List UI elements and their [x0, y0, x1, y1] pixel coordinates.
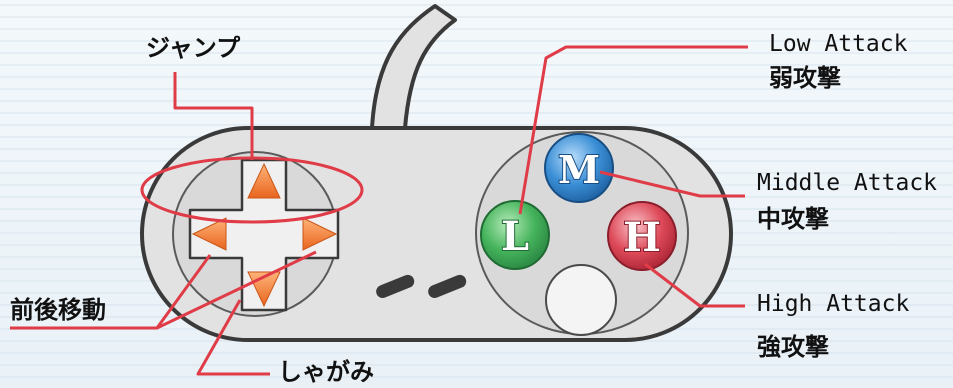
- crouch-callout-line: [196, 299, 270, 376]
- blank-face-button: [545, 264, 617, 336]
- middle-attack-label-en: Middle Attack: [757, 170, 938, 196]
- start-button: [428, 274, 467, 299]
- low-attack-label-en: Low Attack: [769, 31, 908, 57]
- controller-cable: [370, 4, 457, 130]
- move-label: 前後移動: [10, 296, 106, 324]
- middle-attack-label-jp: 中攻撃: [757, 205, 829, 233]
- high-attack-callout-line: [644, 262, 745, 308]
- crouch-label: しゃがみ: [278, 358, 374, 386]
- middle-attack-callout-line: [599, 170, 745, 198]
- dpad-left-arrow: [191, 217, 227, 251]
- high-button-letter: H: [623, 214, 661, 261]
- middle-attack-button: [544, 133, 614, 203]
- high-attack-label-en: High Attack: [757, 291, 910, 317]
- low-attack-callout-line: [518, 45, 748, 215]
- jump-callout-line: [173, 72, 254, 160]
- dpad-cross: [188, 158, 340, 312]
- move-callout-line-right: [156, 250, 317, 330]
- low-attack-label-jp: 弱攻撃: [769, 64, 841, 92]
- high-attack-button: [607, 201, 677, 271]
- dpad-up-arrow: [247, 162, 281, 199]
- low-button-letter: L: [501, 213, 529, 260]
- low-attack-button: [480, 200, 550, 270]
- high-attack-label-jp: 強攻撃: [757, 333, 829, 361]
- jump-label: ジャンプ: [146, 34, 241, 62]
- middle-button-letter: M: [558, 147, 600, 192]
- select-button: [376, 274, 415, 299]
- dpad-right-arrow: [302, 217, 338, 251]
